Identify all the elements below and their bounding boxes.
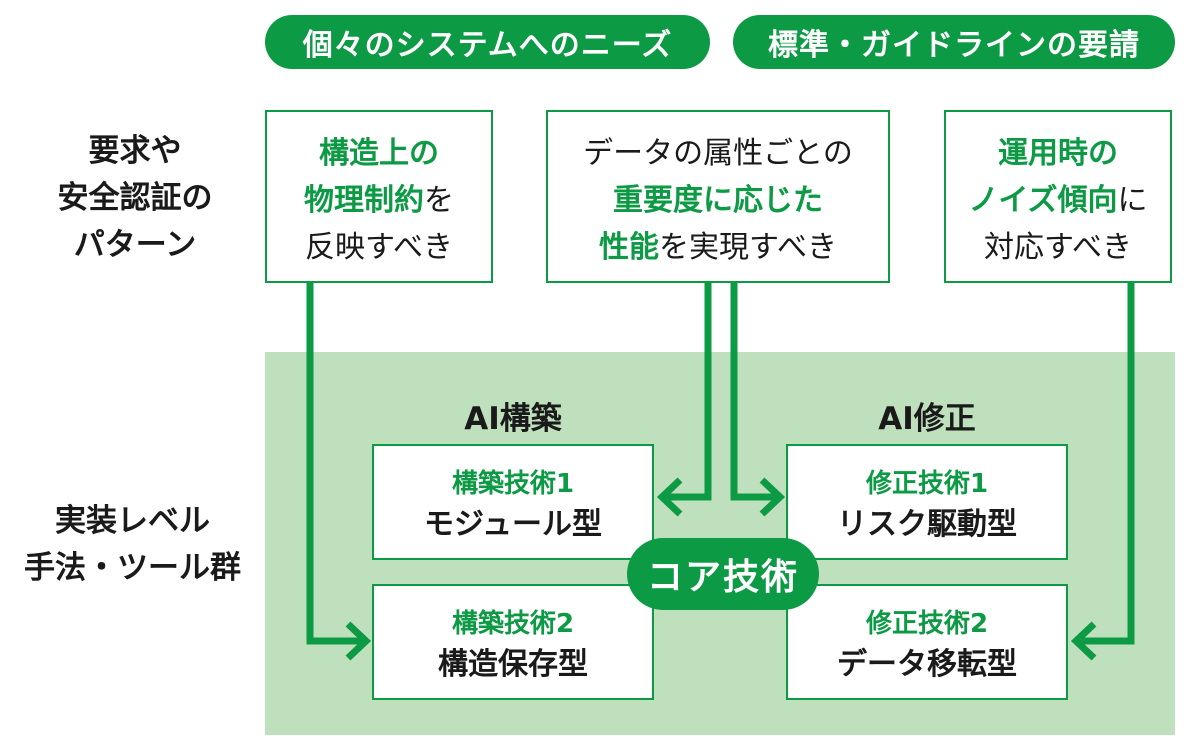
requirement-box-physical-constraints: 構造上の物理制約を反映すべき: [265, 110, 493, 283]
construction-tech-2-sub: 構築技術2: [451, 609, 575, 639]
arrowhead-correction-2: [1070, 621, 1097, 661]
implementation-side-label: 実装レベル 手法・ツール群: [10, 498, 255, 592]
requirement-box-importance-performance: データの属性ごとの重要度に応じた性能を実現すべき: [546, 110, 890, 283]
plain-text: 反映すべき: [305, 230, 453, 265]
side-label-line: パターン: [73, 227, 197, 263]
highlighted-text: 物理制約: [304, 183, 424, 218]
construction-tech-1-main: モジュール型: [424, 507, 602, 542]
correction-tech-2-sub: 修正技術2: [865, 609, 989, 639]
requirement-line: 対応すべき: [946, 224, 1170, 271]
correction-tech-2-box: 修正技術2 データ移転型: [786, 584, 1068, 700]
requirement-line: 性能を実現すべき: [548, 224, 888, 271]
arrow-physical-to-construction-2: [306, 283, 362, 645]
correction-tech-1-sub: 修正技術1: [865, 469, 989, 499]
needs-pill: 個々のシステムへのニーズ: [265, 15, 710, 69]
construction-tech-1-sub: 構築技術1: [451, 469, 575, 499]
highlighted-text: 重要度に応じた: [613, 183, 823, 218]
core-technology-pill: コア技術: [627, 538, 819, 610]
core-technology-label: コア技術: [646, 557, 799, 598]
correction-tech-2-main: データ移転型: [837, 647, 1017, 682]
needs-pill-label: 個々のシステムへのニーズ: [302, 28, 673, 63]
highlighted-text: 構造上の: [319, 136, 439, 171]
highlighted-text: ノイズ傾向: [968, 183, 1118, 218]
construction-tech-2-box: 構築技術2 構造保存型: [372, 584, 654, 700]
side-label-line: 安全認証の: [57, 180, 213, 216]
requirement-line: 反映すべき: [267, 224, 491, 271]
requirement-line: 構造上の: [267, 130, 491, 177]
requirement-line: 重要度に応じた: [548, 177, 888, 224]
plain-text: を: [424, 183, 454, 218]
side-label-line: 実装レベル: [55, 503, 210, 539]
plain-text: 対応すべき: [984, 230, 1132, 265]
arrow-middle-to-correction-1: [730, 283, 777, 501]
construction-tech-2-main: 構造保存型: [438, 647, 588, 682]
correction-tech-1-main: リスク駆動型: [837, 507, 1017, 542]
requirement-line: ノイズ傾向に: [946, 177, 1170, 224]
construction-tech-1-box: 構築技術1 モジュール型: [372, 444, 654, 560]
plain-text: に: [1117, 183, 1148, 218]
arrowhead-construction-2: [345, 621, 372, 661]
plain-text: を実現すべき: [659, 230, 837, 265]
arrowhead-correction-1: [759, 477, 786, 517]
requirement-line: データの属性ごとの: [548, 130, 888, 177]
side-label-line: 手法・ツール群: [24, 550, 241, 586]
arrowhead-construction-1: [656, 477, 683, 517]
standards-pill: 標準・ガイドラインの要請: [733, 15, 1175, 69]
standards-pill-label: 標準・ガイドラインの要請: [768, 28, 1140, 63]
highlighted-text: 運用時の: [998, 136, 1118, 171]
side-label-line: 要求や: [88, 133, 182, 169]
arrow-middle-to-construction-1: [665, 283, 712, 501]
requirements-side-label: 要求や 安全認証の パターン: [20, 128, 250, 269]
arrow-noise-to-correction-2: [1080, 283, 1135, 645]
ai-construction-title: AI構築: [464, 401, 562, 437]
requirement-box-noise-tendency: 運用時のノイズ傾向に対応すべき: [944, 110, 1172, 283]
requirement-line: 運用時の: [946, 130, 1170, 177]
correction-tech-1-box: 修正技術1 リスク駆動型: [786, 444, 1068, 560]
plain-text: データの属性ごとの: [583, 136, 853, 171]
requirement-line: 物理制約を: [267, 177, 491, 224]
ai-correction-title: AI修正: [878, 401, 976, 437]
highlighted-text: 性能: [599, 230, 660, 265]
